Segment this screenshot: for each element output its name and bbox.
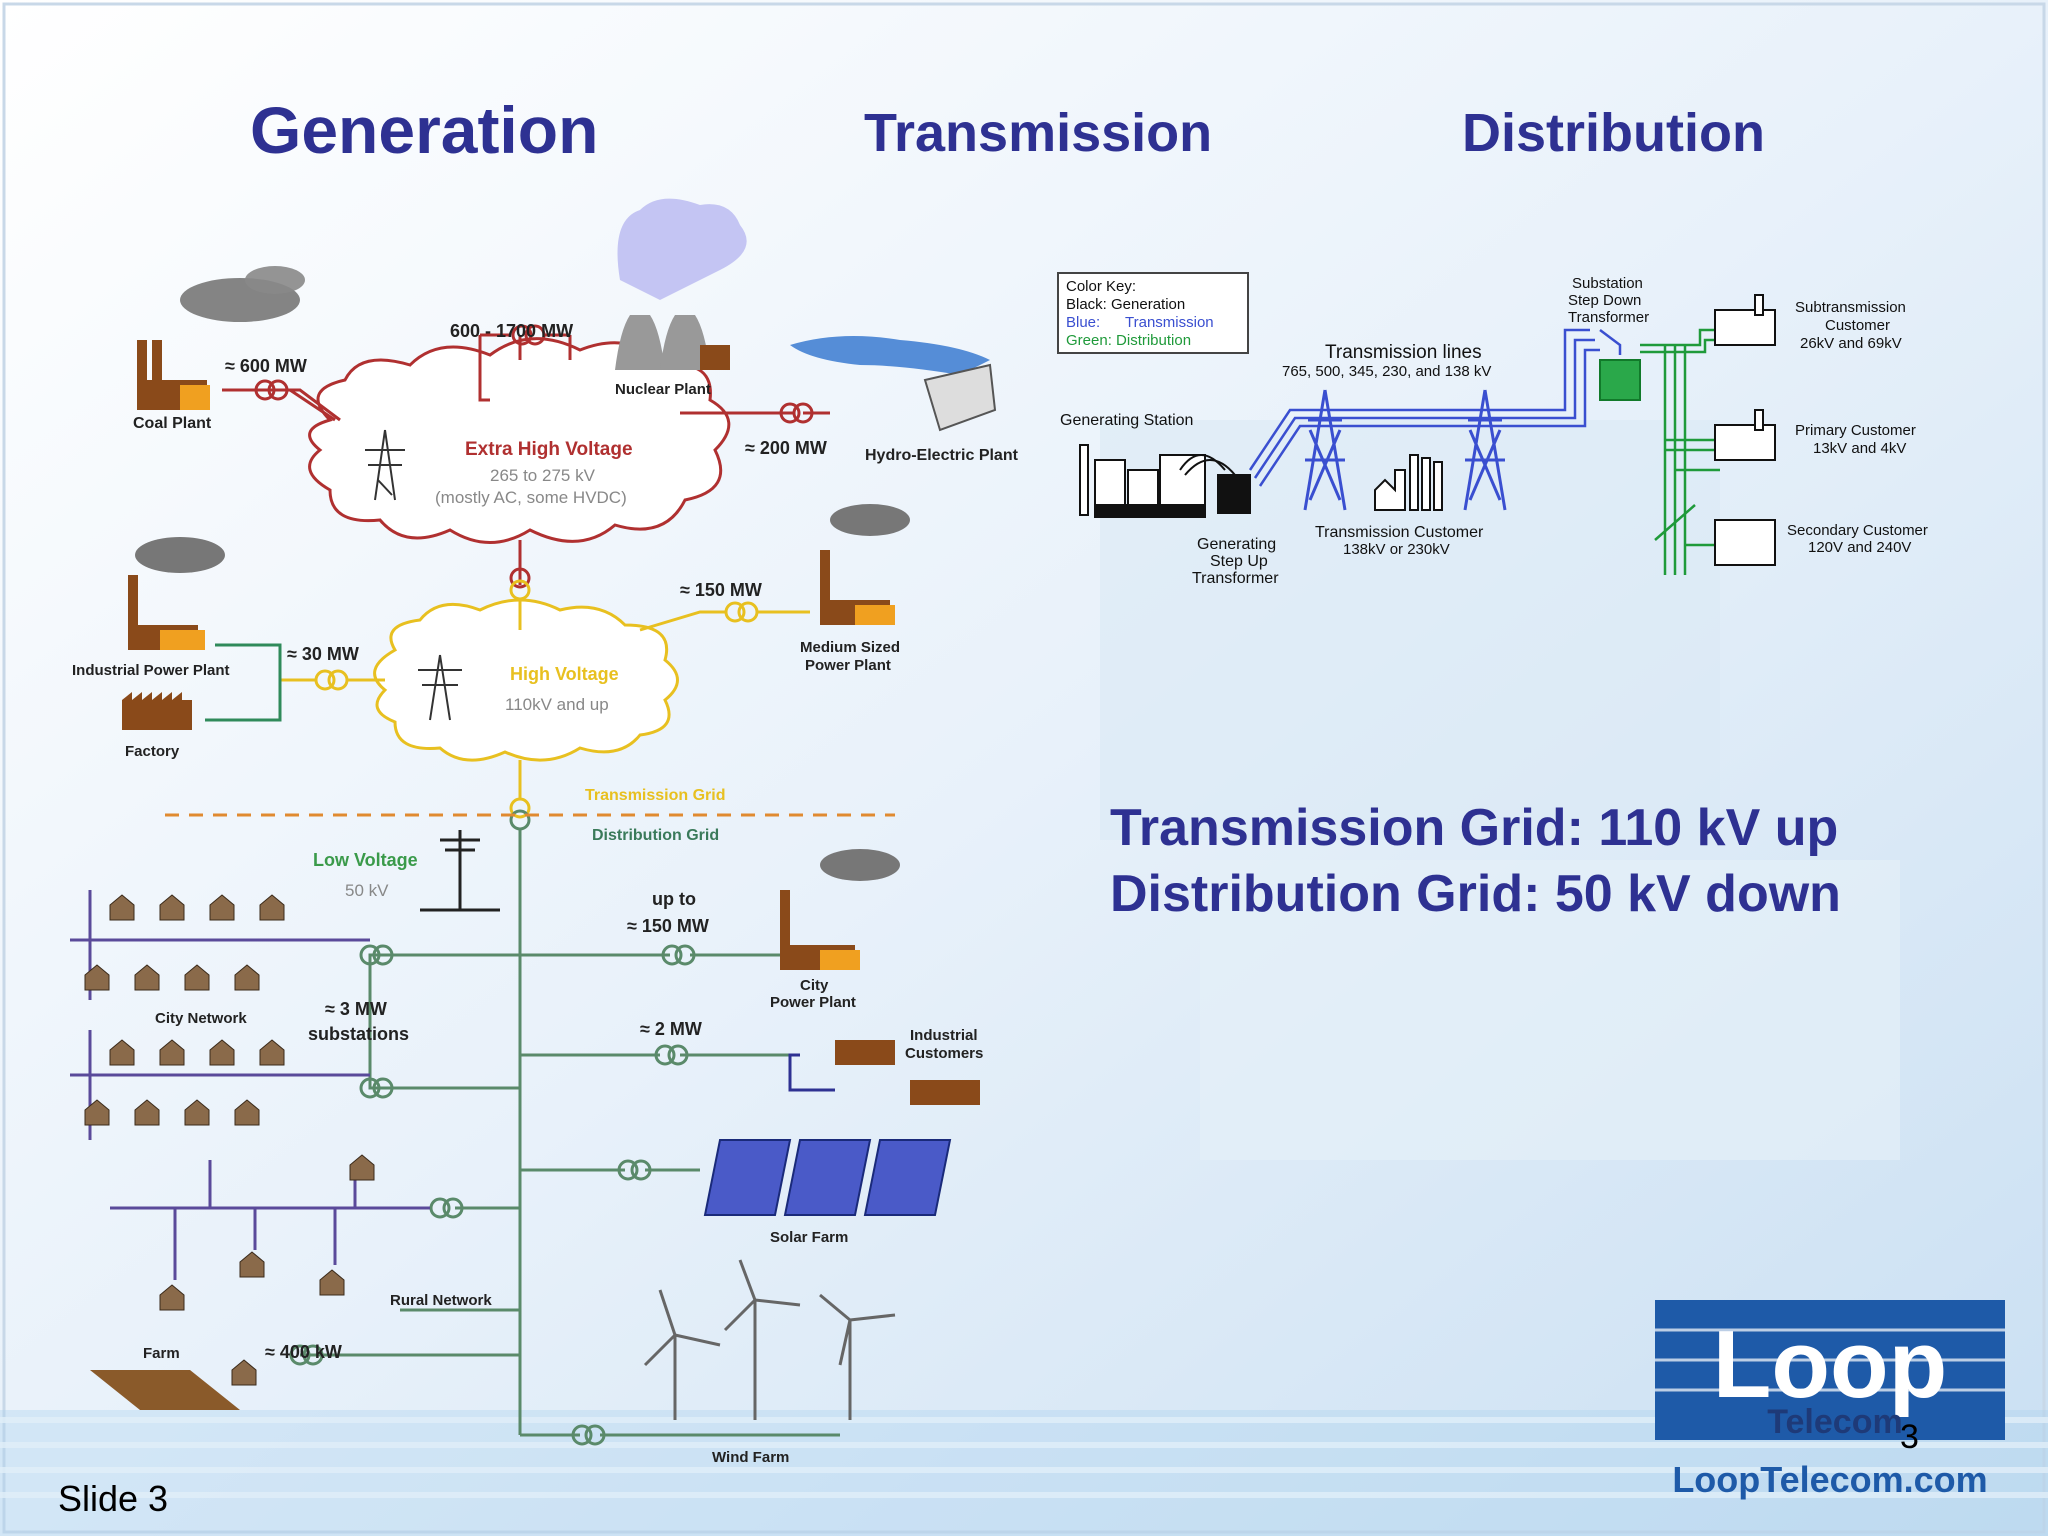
gsu-transformer-icon [1217,474,1251,514]
label-rural-network: Rural Network [390,1292,492,1309]
factory-icon [122,692,192,730]
label-ehv-range: 265 to 275 kV [490,466,596,485]
label-industrial-plant: Industrial Power Plant [72,662,230,679]
medium-plant-icon [820,504,910,625]
label-secondary-2: 120V and 240V [1808,539,1911,556]
label-hydro-mw: ≈ 200 MW [745,438,827,458]
label-gsu-3: Transformer [1192,570,1279,587]
label-primary-1: Primary Customer [1795,422,1916,439]
label-city-plant-1: City [800,977,829,994]
label-city-network: City Network [155,1010,247,1027]
label-ehv-note: (mostly AC, some HVDC) [435,488,627,507]
logo-url: LoopTelecom.com [1672,1459,1987,1500]
ehv-cloud [308,337,731,544]
label-hv-range: 110kV and up [505,695,609,714]
wind-turbine-icons [643,1259,896,1420]
statement-transmission-grid: Transmission Grid: 110 kV up [1110,799,1839,857]
key-green: Green: Distribution [1066,332,1191,349]
primary-customer-icon [1714,424,1776,461]
house-icons [84,894,375,1386]
pylon-icons [365,429,462,721]
label-nuclear-mw: 600 - 1700 MW [450,321,573,341]
slide-label: Slide 3 [58,1478,169,1519]
key-blue-value: Transmission [1125,314,1214,331]
label-ind-cust-2: Customers [905,1045,983,1062]
generating-station-icon [1079,444,1206,518]
label-secondary-1: Secondary Customer [1787,522,1928,539]
heading-transmission: Transmission [864,103,1213,163]
label-tx-lines: Transmission lines [1325,342,1482,363]
label-subtx-3: 26kV and 69kV [1800,335,1902,352]
label-ehv-title: Extra High Voltage [465,439,633,460]
label-substations-mw: ≈ 3 MW [325,999,387,1019]
industrial-plant-icon [128,537,225,650]
key-title: Color Key: [1066,278,1136,295]
label-distribution-grid: Distribution Grid [592,827,719,844]
substation-transformer-icon [1599,359,1641,401]
label-subtx-1: Subtransmission [1795,299,1906,316]
solar-farm-icon [703,1139,952,1216]
label-city-upto-2: ≈ 150 MW [627,916,709,936]
utility-pole-icon [420,830,500,912]
page-number: 3 [1900,1418,1919,1456]
label-tx-voltages: 765, 500, 345, 230, and 138 kV [1282,363,1491,380]
key-black: Black: Generation [1066,296,1185,313]
label-farm: Farm [143,1345,180,1362]
statement-distribution-grid: Distribution Grid: 50 kV down [1110,865,1841,923]
label-city-plant-2: Power Plant [770,994,856,1011]
label-city-upto-1: up to [652,889,696,909]
label-sub-2: Step Down [1568,292,1641,309]
heading-distribution: Distribution [1462,103,1765,163]
label-farm-kw: ≈ 400 kW [265,1342,342,1362]
label-factory: Factory [125,743,180,760]
label-wind-farm: Wind Farm [712,1449,789,1466]
hv-cloud [373,598,679,762]
hydro-plant-icon [790,336,997,432]
label-nuclear-plant: Nuclear Plant [615,381,711,398]
label-lv-range: 50 kV [345,881,389,900]
coal-plant-icon [137,266,305,410]
label-hv-title: High Voltage [510,664,619,684]
color-key-box [1057,272,1249,354]
label-ind-cust-1: Industrial [910,1027,978,1044]
label-coal-mw: ≈ 600 MW [225,356,307,376]
label-gsu-1: Generating [1197,536,1276,553]
label-medium-mw: ≈ 150 MW [680,580,762,600]
label-generating-station: Generating Station [1060,412,1193,429]
label-solar-farm: Solar Farm [770,1229,848,1246]
label-sub-1: Substation [1572,275,1643,292]
label-subtx-2: Customer [1825,317,1890,334]
secondary-customer-icon [1714,519,1776,566]
loop-telecom-logo: Loop Telecom LoopTelecom.com [1655,1300,2005,1500]
farm-field [90,1370,240,1410]
heading-generation: Generation [250,93,599,167]
transformer-icons [254,324,814,831]
label-tx-customer-2: 138kV or 230kV [1343,541,1450,558]
label-lv-title: Low Voltage [313,850,418,870]
key-blue-label: Blue: [1066,314,1100,331]
label-transmission-grid: Transmission Grid [585,787,725,804]
industrial-customers-icon [835,1040,980,1105]
label-tx-customer-1: Transmission Customer [1315,524,1484,541]
logo-word: Loop [1713,1311,1948,1418]
label-hydro-plant: Hydro-Electric Plant [865,447,1019,464]
label-primary-2: 13kV and 4kV [1813,440,1906,457]
city-plant-icon [780,849,900,970]
transmission-tower-icons [1303,389,1507,511]
label-medium-plant-1: Medium Sized [800,639,900,656]
label-sub-3: Transformer [1568,309,1649,326]
label-ind-cust-mw: ≈ 2 MW [640,1019,702,1039]
label-substations: substations [308,1024,409,1044]
label-medium-plant-2: Power Plant [805,657,891,674]
transmission-customer-icon [1374,454,1443,511]
logo-sub: Telecom [1767,1403,1902,1441]
label-industrial-mw: ≈ 30 MW [287,644,359,664]
nuclear-plant-icon [615,198,747,370]
subtransmission-customer-icon [1714,309,1776,346]
label-coal-plant: Coal Plant [133,415,212,432]
label-gsu-2: Step Up [1210,553,1268,570]
